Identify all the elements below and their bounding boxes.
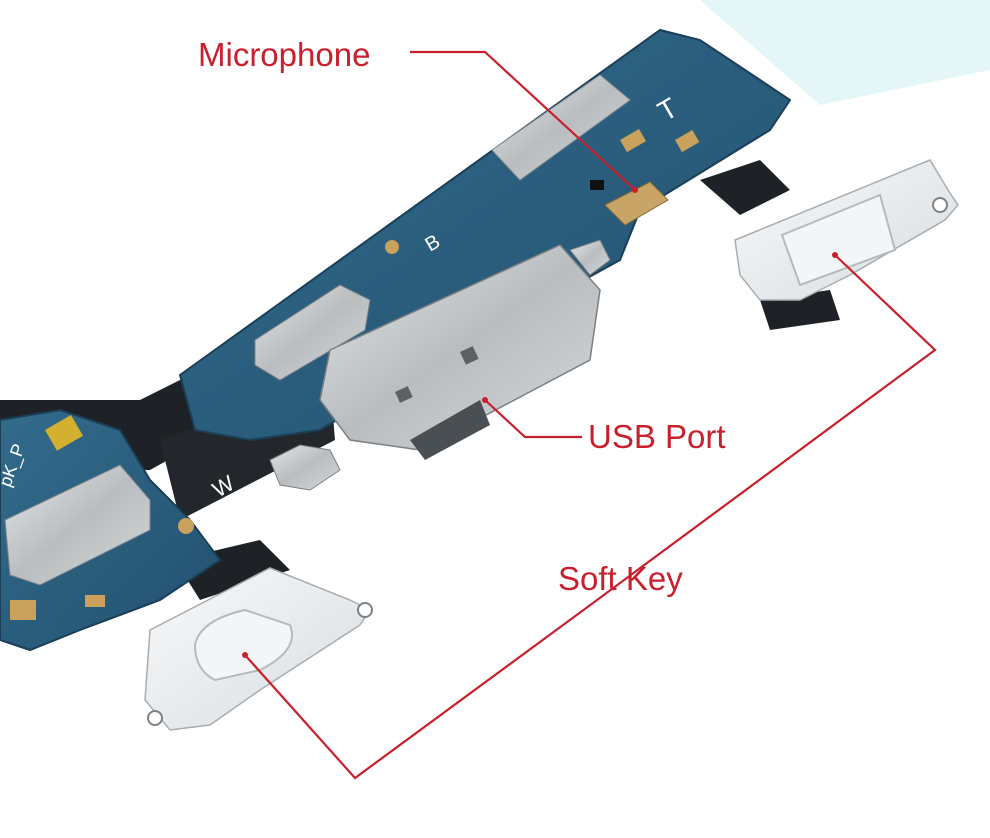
usb-port-callout-line [484, 399, 582, 439]
soft-key-callout-line-left [244, 602, 594, 780]
metal-shield-top [491, 74, 631, 181]
callout-lines [244, 50, 937, 780]
soft-key-label: Soft Key [558, 560, 683, 597]
protective-film [700, 0, 990, 105]
soft-key-callout-dot-left [242, 652, 248, 658]
metal-can-left [4, 464, 151, 586]
soft-key-right [734, 159, 959, 301]
usb-port-callout-dot [482, 397, 488, 403]
metal-can-middle [254, 284, 371, 381]
soft-key-callout-dot-right [832, 252, 838, 258]
soft-key-callout-line [592, 254, 937, 604]
usb-port-label: USB Port [588, 418, 726, 455]
microphone-callout-dot [632, 187, 638, 193]
microphone-callout-line [410, 50, 636, 191]
microphone-label: Microphone [198, 36, 371, 73]
usb-port-component [269, 239, 611, 491]
soft-key-left [144, 567, 373, 731]
callout-dots [242, 187, 838, 658]
